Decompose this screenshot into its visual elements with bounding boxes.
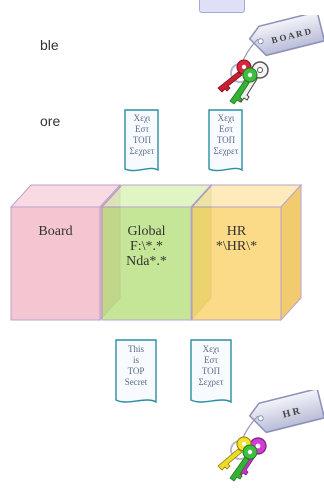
- hr-cube: [190, 183, 303, 322]
- hr-keychain: H R: [217, 390, 324, 482]
- green-key-icon-bottom: [229, 444, 258, 482]
- doc-top-left: Χεχι Εστ ΤΟΠ Σεχρετ: [129, 113, 155, 156]
- board-keychain: B O A R D: [217, 15, 324, 105]
- cubes-diagram: [9, 183, 303, 322]
- red-key-icon: [217, 59, 252, 93]
- doc-top-right: Χεχι Εστ ΤΟΠ Σεχρετ: [213, 113, 239, 156]
- hr-tag-label: H R: [282, 406, 302, 421]
- doc-bottom-right-shape: [190, 339, 232, 404]
- header-box-fragment: [199, 0, 245, 13]
- doc-bottom-right: Χεχι Εστ ΤΟΠ Σεχρετ: [198, 344, 224, 387]
- doc-top-left-shape: [124, 109, 159, 172]
- text-fragment-middle: ore: [40, 113, 61, 129]
- global-cube-label: Global F:\*.* Nda*.*: [126, 224, 167, 269]
- doc-bottom-left-shape: [115, 339, 157, 404]
- hr-cube-label: HR *\HR\*: [215, 224, 258, 254]
- board-cube-label: Board: [38, 224, 73, 239]
- text-fragment-top: ble: [40, 37, 59, 53]
- doc-bottom-left: This is TOP Secret: [124, 344, 148, 387]
- hr-tag: H R: [248, 390, 324, 434]
- bottom-documents: [115, 339, 232, 404]
- doc-top-right-shape: [208, 109, 243, 172]
- top-documents: [124, 109, 243, 172]
- green-key-icon: [229, 67, 258, 105]
- board-tag: B O A R D: [248, 15, 324, 57]
